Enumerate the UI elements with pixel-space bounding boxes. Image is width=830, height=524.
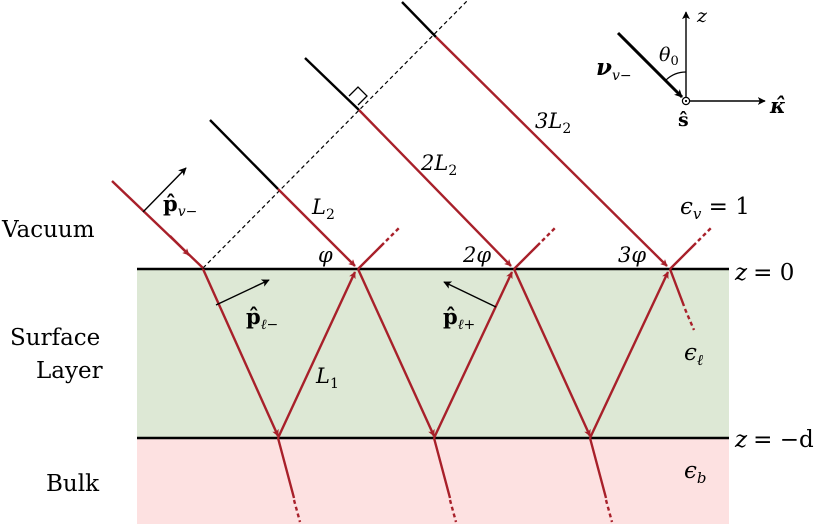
L2-label: L2: [311, 195, 335, 223]
wavefront-dashed-line: [202, 0, 469, 269]
surface-label-line1: Surface: [10, 325, 100, 351]
p-v-minus-label: p̂v−: [163, 191, 197, 220]
final-refracted-stub: [668, 268, 686, 307]
vacuum-label: Vacuum: [1, 217, 95, 243]
transmitted-rays: [276, 437, 608, 499]
p-l-minus-arrow: [215, 279, 270, 306]
transmitted-rays-dashed: [292, 499, 614, 523]
internal-rays: [201, 268, 670, 439]
theta-arc: [665, 71, 687, 81]
boundary-top-label: z= 0: [734, 260, 794, 286]
epsilon-surface-label: ϵℓ: [684, 340, 703, 369]
phi1-label: φ: [318, 243, 333, 267]
kappa-axis-label: κ̂: [769, 93, 786, 118]
incident-ray-1-arrow: [169, 235, 190, 256]
reflected-stubs-dashed: [385, 226, 713, 242]
3L2-label: 3L2: [535, 109, 571, 137]
2L2-label: 2L2: [420, 151, 457, 179]
nu-arrow: [616, 31, 684, 99]
nu-label: νv−: [596, 54, 632, 84]
final-refracted-stub-dashed: [683, 308, 696, 331]
surface-label-line2: Layer: [36, 358, 103, 384]
epsilon-vacuum-label: ϵv = 1: [680, 194, 750, 223]
incident-ray-3-black: [304, 57, 360, 111]
z-axis-label: z: [696, 5, 708, 27]
p-l-plus-label: p̂ℓ+: [443, 304, 475, 333]
incident-ray-4-black: [401, 1, 437, 38]
p-l-plus-arrow: [443, 281, 497, 308]
coordinate-frame: [616, 11, 766, 106]
phi2-label: 2φ: [462, 243, 491, 267]
incident-ray-3-red: [358, 109, 512, 267]
incident-ray-4-red: [435, 36, 668, 267]
bulk-label: Bulk: [46, 471, 100, 497]
incident-rays-red: [111, 36, 668, 269]
boundary-bottom-label: z= −d: [734, 427, 814, 453]
incident-ray-1: [111, 180, 204, 269]
incident-rays-black: [209, 1, 437, 190]
surface-layer-region: [137, 269, 729, 438]
right-angle-marker: [348, 86, 368, 106]
p-l-minus-label: p̂ℓ−: [246, 304, 278, 333]
incident-ray-2-red: [277, 188, 356, 267]
s-hat-dot: [684, 99, 688, 103]
p-v-minus-arrow: [142, 167, 187, 213]
incident-ray-2-black: [209, 119, 279, 190]
reflected-stubs: [357, 242, 697, 270]
theta-label: θ0: [659, 44, 679, 69]
epsilon-bulk-label: ϵb: [684, 458, 707, 487]
s-hat-label: ŝ: [678, 109, 689, 131]
L1-label: L1: [315, 364, 339, 392]
bulk-region: [137, 438, 729, 524]
phi3-label: 3φ: [618, 243, 646, 267]
